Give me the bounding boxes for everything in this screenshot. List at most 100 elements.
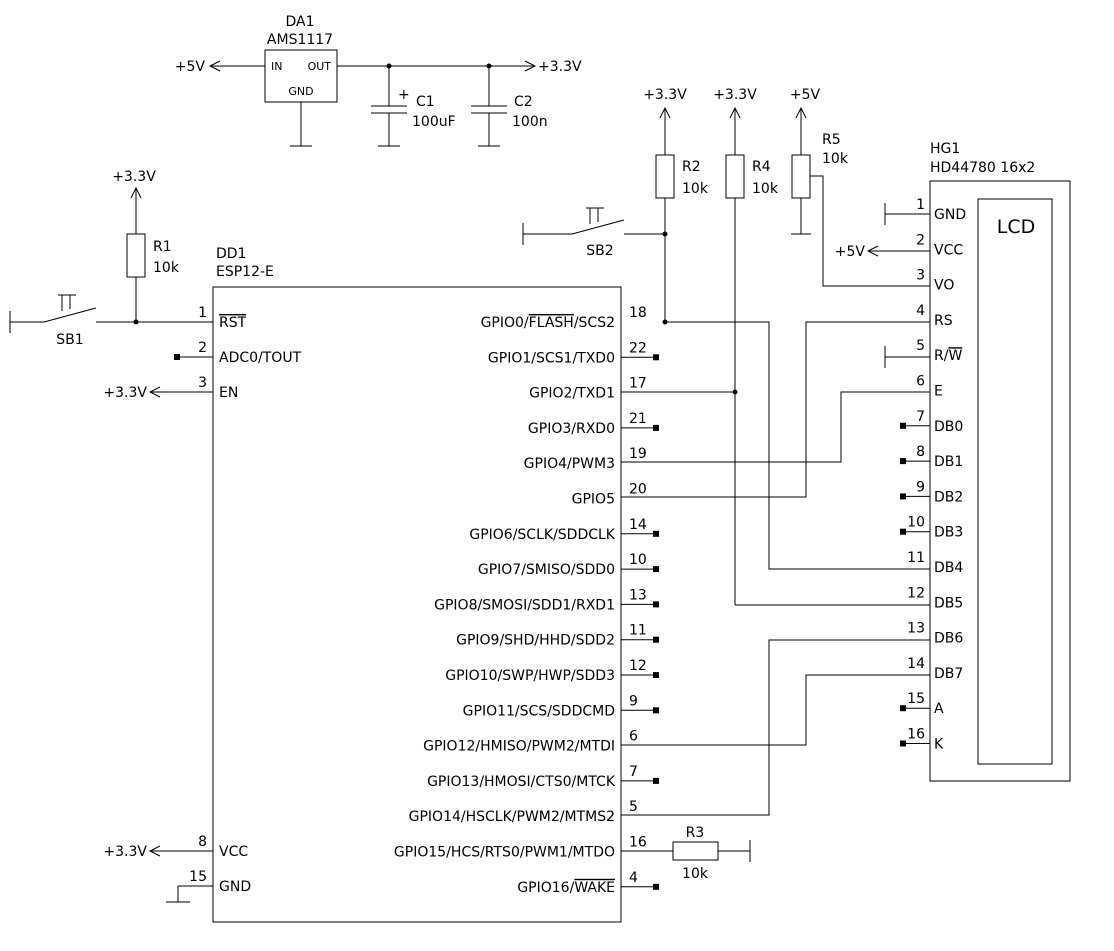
pin-label: RS — [934, 313, 953, 329]
capacitor-c1: + C1 100uF — [371, 66, 456, 147]
pin-number: 11 — [629, 623, 647, 639]
pin-number: 16 — [907, 727, 925, 743]
pin-number: 14 — [629, 517, 647, 533]
resistor-ref: R5 — [822, 132, 841, 148]
pin-number: 22 — [629, 340, 647, 356]
resistor-body — [672, 841, 719, 861]
capacitor-ref: C1 — [416, 94, 435, 110]
lcd-hg1: LCD HG1 HD44780 16x2 +5V 1GND2VCC3VO4RS5… — [835, 141, 1071, 782]
pin-number: 19 — [629, 446, 647, 462]
pin-number: 9 — [916, 479, 925, 495]
pin-number: 1 — [198, 305, 207, 321]
pin-number: 4 — [916, 303, 925, 319]
pin-number: 9 — [629, 693, 638, 709]
regulator-part: AMS1117 — [267, 32, 333, 48]
pin-label-adc: ADC0/TOUT — [219, 350, 302, 366]
no-connect-marker — [653, 707, 659, 714]
pin-label: GPIO9/SHD/HHD/SDD2 — [456, 633, 615, 649]
arrow-up-icon — [795, 106, 807, 119]
resistor-r3: R3 10k — [621, 825, 751, 882]
no-connect-marker — [900, 740, 906, 747]
wire-gpio4-e — [621, 391, 930, 463]
resistor-body — [791, 154, 811, 199]
pin-number: 16 — [629, 835, 647, 851]
pin-number: 17 — [629, 376, 647, 392]
pin-label: R/W — [934, 348, 962, 364]
switch-contact — [43, 307, 97, 323]
pin-number: 4 — [629, 870, 638, 886]
pin-label-rst: RST — [219, 315, 247, 331]
pin-supply-vcc: +3.3V — [103, 844, 147, 860]
pin-number: 11 — [907, 550, 925, 566]
switch-sb1: SB1 — [9, 294, 213, 348]
pin-number: 6 — [916, 374, 925, 390]
wire-gpio0-db4 — [665, 321, 930, 570]
resistor-body — [655, 154, 675, 199]
arrow-left-icon — [148, 845, 161, 857]
pin-label: GPIO12/HMISO/PWM2/MTDI — [423, 739, 615, 755]
pin-number: 2 — [198, 340, 207, 356]
lcd-vcc-supply: +5V — [835, 244, 866, 260]
regulator-body — [264, 49, 338, 103]
resistor-value: 10k — [682, 866, 709, 882]
resistor-ref: R1 — [153, 239, 172, 255]
pin-number: 1 — [916, 197, 925, 213]
pin-number: 10 — [907, 515, 925, 531]
pin-label: DB7 — [934, 666, 963, 682]
pin-number: 3 — [916, 268, 925, 284]
pin-number: 8 — [916, 444, 925, 460]
pin-label: GPIO6/SCLK/SDDCLK — [469, 527, 615, 543]
pin-label: GPIO3/RXD0 — [528, 421, 615, 437]
pin-number: 6 — [629, 729, 638, 745]
no-connect-marker — [653, 566, 659, 573]
pin-label: GPIO8/SMOSI/SDD1/RXD1 — [434, 597, 615, 613]
resistor-ref: R4 — [752, 159, 771, 175]
pin-label: DB1 — [934, 454, 963, 470]
pin-number: 13 — [629, 587, 647, 603]
pin-number: 18 — [629, 305, 647, 321]
pin-number: 8 — [198, 834, 207, 850]
no-connect-marker — [653, 883, 659, 890]
pin-supply-en: +3.3V — [103, 385, 147, 401]
resistor-ref: R3 — [686, 825, 705, 841]
signal-wires — [621, 321, 930, 816]
arrow-left-icon — [208, 60, 221, 72]
pin-number: 21 — [629, 411, 647, 427]
switch-contact — [571, 219, 625, 235]
no-connect-marker — [653, 354, 659, 361]
no-connect-marker — [900, 422, 906, 429]
pin-label: GPIO10/SWP/HWP/SDD3 — [445, 668, 615, 684]
wire-gpio14-db6 — [621, 639, 930, 816]
pin-label: DB3 — [934, 525, 963, 541]
no-connect-marker — [900, 528, 906, 535]
regulator-pin-gnd: GND — [288, 85, 313, 98]
lcd-part: HD44780 16x2 — [930, 160, 1035, 176]
pin-label: E — [934, 384, 943, 400]
pin-number: 3 — [198, 375, 207, 391]
no-connect-marker — [653, 424, 659, 431]
arrow-up-icon — [729, 106, 741, 119]
pin-label: DB2 — [934, 489, 963, 505]
regulator-da1: DA1 AMS1117 IN OUT GND +5V +3.3V — [175, 14, 582, 147]
pin-number: 14 — [907, 656, 925, 672]
no-connect-marker — [900, 705, 906, 712]
lcd-pins: 1GND2VCC3VO4RS5R/W6E7DB08DB19DB210DB311D… — [900, 197, 966, 753]
regulator-ref: DA1 — [285, 14, 314, 30]
pin-label: VO — [934, 278, 954, 294]
no-connect-marker — [174, 354, 180, 360]
pin-number: 5 — [916, 338, 925, 354]
arrow-left-icon — [866, 245, 879, 257]
lcd-ref: HG1 — [930, 141, 960, 157]
resistor-r2: +3.3V R2 10k — [643, 87, 709, 325]
pin-number: 12 — [907, 585, 925, 601]
no-connect-marker — [900, 493, 906, 500]
pin-label: GPIO1/SCS1/TXD0 — [488, 350, 615, 366]
mcu-body — [212, 286, 622, 923]
regulator-in-supply: +5V — [175, 59, 206, 75]
pin-label: DB4 — [934, 560, 963, 576]
no-connect-marker — [653, 530, 659, 537]
pin-label: DB5 — [934, 595, 963, 611]
pin-number: 12 — [629, 658, 647, 674]
pin-number: 5 — [629, 799, 638, 815]
